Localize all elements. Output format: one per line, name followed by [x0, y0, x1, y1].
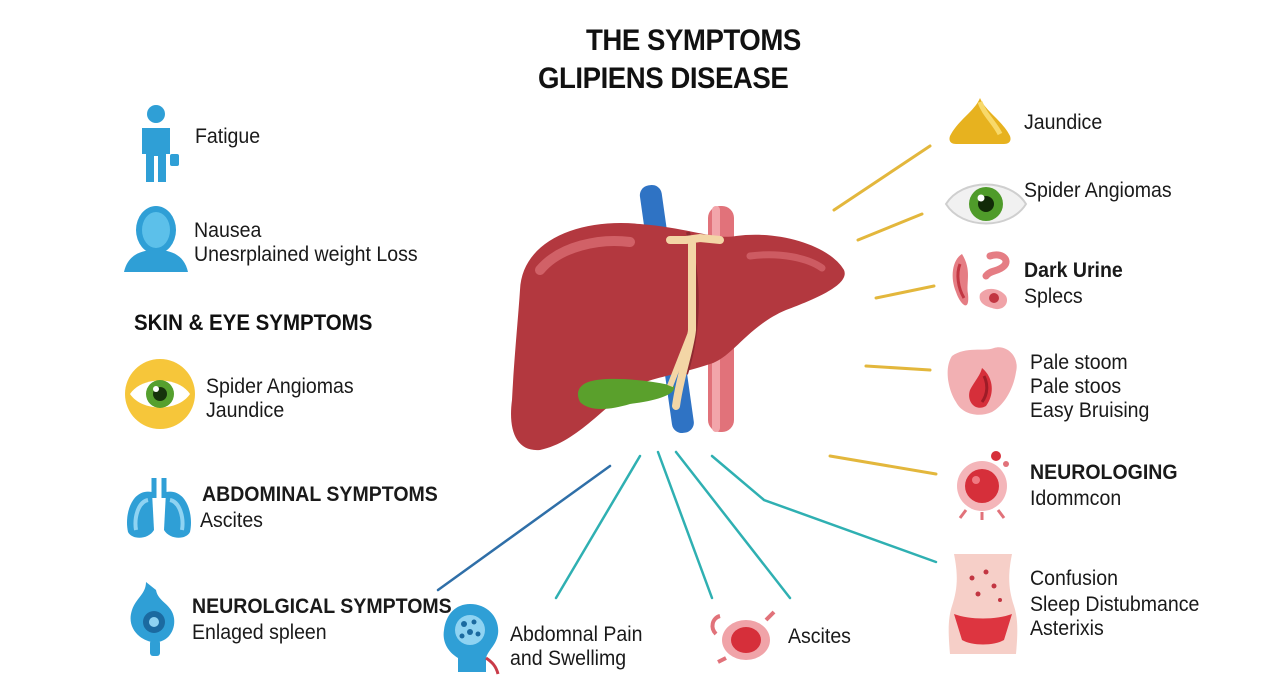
neuro-heading: NEUROLGICAL SYMPTOMS [192, 595, 452, 618]
weight-loss-label: Unesrplained weight Loss [194, 243, 418, 266]
asterixis-label: Asterixis [1030, 617, 1104, 640]
title-line-1: THE SYMPTOMS [586, 24, 801, 57]
lungs-icon [127, 478, 191, 538]
brain-icon [443, 604, 500, 675]
ascites-label-bottom: Ascites [788, 625, 851, 648]
stomach-icon [710, 610, 776, 664]
spider-angiomas-label-left: Spider Angiomas [206, 375, 354, 398]
ascites-label-left: Ascites [200, 509, 263, 532]
splecs-label: Splecs [1024, 285, 1083, 308]
eye-icon [125, 359, 195, 429]
jaundice-icon [949, 98, 1011, 144]
skin-eye-heading: SKIN & EYE SYMPTOMS [134, 310, 373, 335]
spider-angiomas-label-right: Spider Angiomas [1024, 179, 1172, 202]
liver-icon [511, 184, 845, 451]
title-line-2: GLIPIENS DISEASE [538, 62, 789, 95]
enlarged-spleen-label: Enlaged spleen [192, 621, 327, 644]
jaundice-label-left: Jaundice [206, 399, 285, 422]
sleep-disturbance-label: Sleep Distubmance [1030, 593, 1200, 616]
easy-bruising-label: Easy Bruising [1030, 399, 1150, 422]
pale-stoom-label: Pale stoom [1030, 351, 1128, 374]
torso-icon [948, 554, 1018, 654]
person-icon [142, 105, 179, 182]
fatigue-label: Fatigue [195, 125, 261, 148]
pale-stoos-label: Pale stoos [1030, 375, 1122, 398]
head-icon [124, 206, 188, 272]
jaundice-label-right: Jaundice [1024, 111, 1103, 134]
dark-urine-label: Dark Urine [1024, 259, 1123, 282]
confusion-label: Confusion [1030, 567, 1118, 590]
nausea-label: Nausea [194, 219, 262, 242]
skin-icon [947, 347, 1017, 415]
eye-icon [944, 183, 1028, 225]
ear-icon [130, 582, 175, 656]
idommcon-label: Idommcon [1030, 487, 1122, 510]
abdominal-pain-label-1: Abdomnal Pain [510, 623, 643, 646]
abdominal-pain-label-2: and Swellimg [510, 647, 627, 670]
kidney-icon [952, 251, 1010, 310]
abdominal-heading: ABDOMINAL SYMPTOMS [202, 483, 438, 506]
neurologing-label: NEUROLOGING [1030, 461, 1178, 484]
blood-icon [957, 451, 1009, 520]
